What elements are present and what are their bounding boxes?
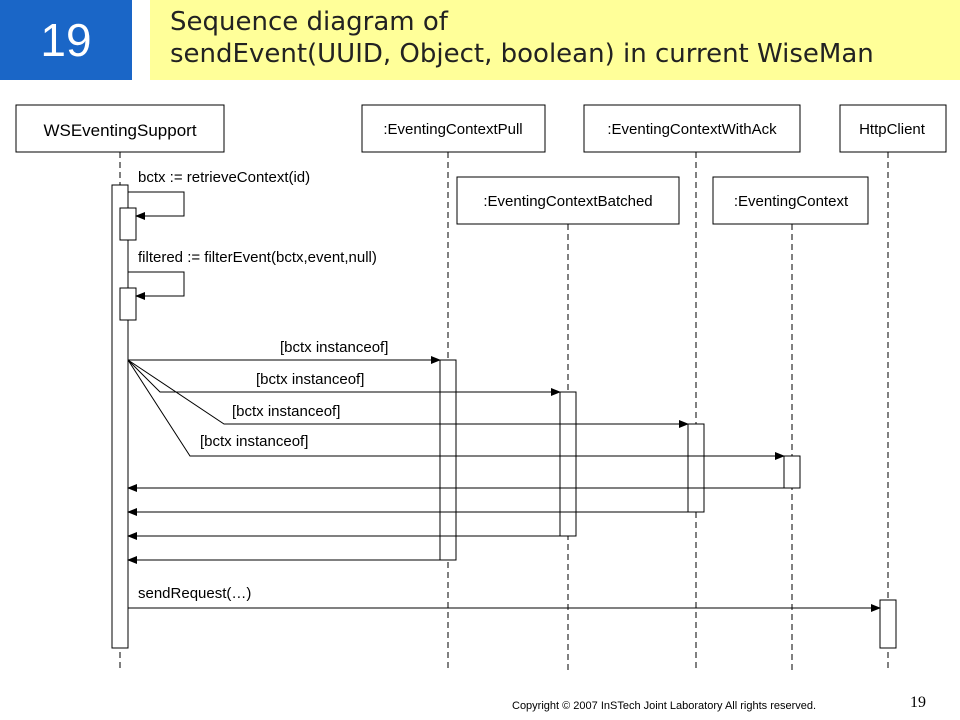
object-label-context-pull: :EventingContextPull [383, 121, 522, 138]
activation-context-pull [439, 359, 457, 561]
object-label-http-client: HttpClient [859, 121, 926, 138]
title-line-2: sendEvent(UUID, Object, boolean) in curr… [170, 39, 874, 69]
message-retrieve-context: bctx := retrieveContext(id) [138, 169, 310, 186]
call-arrow-context-batched [127, 359, 561, 396]
guard-label-context-with-ack: [bctx instanceof] [232, 403, 340, 420]
activation-context-batched [559, 391, 577, 537]
activation-filter-event [119, 287, 137, 321]
slide-number-badge: 19 [0, 0, 132, 80]
guard-label-context-pull: [bctx instanceof] [280, 339, 388, 356]
object-box-context-with-ack [583, 104, 801, 153]
object-label-context-batched: :EventingContextBatched [483, 193, 652, 210]
call-arrow-eventing-context [127, 359, 785, 460]
activation-retrieve-context [119, 207, 137, 241]
object-box-wseventing-support [15, 104, 225, 153]
message-send-request: sendRequest(…) [138, 585, 251, 602]
self-call-filter-event [128, 271, 185, 300]
activation-eventing-context [783, 455, 801, 489]
activation-wseventing-support [111, 184, 129, 649]
page-number: 19 [910, 694, 926, 711]
self-call-retrieve-context [128, 191, 185, 220]
object-box-http-client [839, 104, 947, 153]
guard-label-eventing-context: [bctx instanceof] [200, 433, 308, 450]
object-box-eventing-context [712, 176, 869, 225]
call-arrow-context-with-ack [127, 359, 689, 428]
object-box-context-pull [361, 104, 546, 153]
title-bar [150, 0, 960, 80]
object-label-wseventing-support: WSEventingSupport [43, 121, 196, 140]
copyright-footer: Copyright © 2007 InSTech Joint Laborator… [512, 700, 817, 712]
object-box-context-batched [456, 176, 680, 225]
object-label-eventing-context: :EventingContext [734, 193, 849, 210]
activation-context-with-ack [687, 423, 705, 513]
activation-http-client [879, 599, 897, 649]
title-line-1: Sequence diagram of [170, 7, 448, 37]
slide-title: Sequence diagram of sendEvent(UUID, Obje… [170, 6, 950, 70]
guard-label-context-batched: [bctx instanceof] [256, 371, 364, 388]
object-label-context-with-ack: :EventingContextWithAck [607, 121, 777, 138]
message-filter-event: filtered := filterEvent(bctx,event,null) [138, 249, 377, 266]
